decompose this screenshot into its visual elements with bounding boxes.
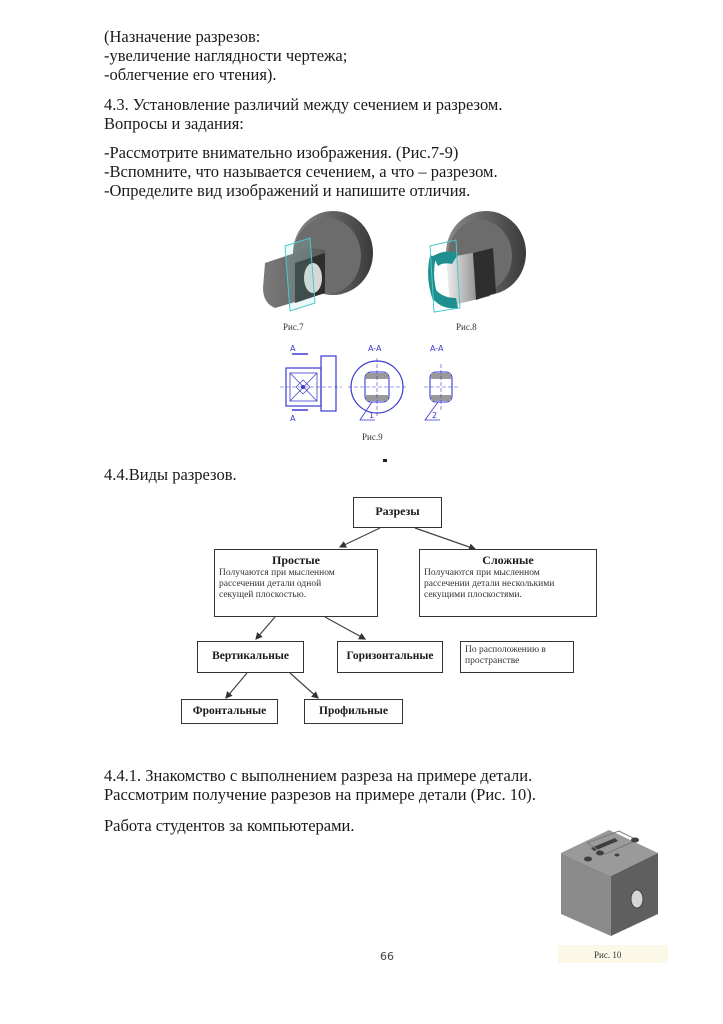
arrow-simple-to-vertical	[255, 616, 276, 640]
paragraph-line: 4.4.1. Знакомство с выполнением разреза …	[104, 766, 533, 785]
horizontal-label: Горизонтальные	[346, 650, 434, 662]
arrow-vertical-to-profile	[289, 672, 319, 699]
page-number: 66	[380, 950, 394, 963]
section-4-4-1: 4.4.1. Знакомство с выполнением разреза …	[104, 766, 536, 804]
paragraph-line: Рассмотрим получение разрезов на примере…	[104, 785, 536, 804]
figure-7-part-section	[263, 211, 373, 312]
cut-label-top: A	[290, 344, 296, 353]
diagram-profile-box: Профильные	[304, 699, 403, 724]
intro-line: -облегчение его чтения).	[104, 65, 277, 84]
task-item: -Рассмотрите внимательно изображения. (Р…	[104, 143, 459, 162]
figure-10-caption: Рис. 10	[594, 950, 622, 960]
profile-label: Профильные	[319, 705, 388, 717]
side-hole	[630, 889, 644, 909]
arrow-root-to-simple	[338, 527, 381, 548]
cube-left	[561, 853, 611, 936]
simple-title: Простые	[272, 553, 320, 567]
figure-8-part-cut	[428, 211, 526, 313]
figure-7-caption: Рис.7	[283, 322, 304, 332]
complex-title: Сложные	[482, 553, 534, 567]
note-text: По расположению в	[465, 645, 546, 655]
task-item: -Определите вид изображений и напишите о…	[104, 181, 471, 200]
work-line: Работа студентов за компьютерами.	[104, 816, 355, 835]
figure-10-caption-band	[558, 945, 668, 963]
intro-line: -увеличение наглядности чертежа;	[104, 46, 348, 65]
diagram-horizontal-box: Горизонтальные	[337, 641, 443, 673]
root-label: Разрезы	[375, 504, 420, 518]
diagram-frontal-box: Фронтальные	[181, 699, 278, 724]
diagram-simple-box: Простые Получаются при мысленном рассече…	[214, 549, 378, 617]
vertical-label: Вертикальные	[212, 650, 289, 662]
complex-desc: Получаются при мысленном	[424, 568, 540, 578]
frontal-label: Фронтальные	[192, 705, 267, 717]
cut-label-bottom: A	[290, 414, 296, 422]
cube-top	[561, 830, 658, 876]
simple-desc: секущей плоскостью.	[219, 590, 307, 600]
diagram-vertical-box: Вертикальные	[197, 641, 304, 673]
heading-line: Вопросы и задания:	[104, 114, 244, 133]
arrow-vertical-to-frontal	[225, 672, 248, 699]
figure-9-caption: Рис.9	[362, 432, 383, 442]
section-4-4-heading: 4.4.Виды разрезов.	[104, 465, 237, 484]
figure-10-cube-part	[561, 830, 658, 936]
section-4-3-heading: 4.3. Установление различий между сечение…	[104, 95, 502, 133]
tasks-list: -Рассмотрите внимательно изображения. (Р…	[104, 143, 498, 200]
arrow-root-to-complex	[414, 527, 477, 551]
figure-8-caption: Рис.8	[456, 322, 477, 332]
simple-desc: Получаются при мысленном	[219, 568, 335, 578]
arrow-simple-to-horizontal	[324, 616, 367, 640]
callout-1: 1	[369, 411, 374, 420]
front-view-flange	[320, 355, 337, 412]
intro-paragraph: (Назначение разрезов: -увеличение нагляд…	[104, 27, 347, 84]
work-text: Работа студентов за компьютерами.	[104, 816, 355, 835]
section-2-title: A-A	[430, 344, 444, 353]
section-face-top	[433, 251, 458, 266]
figure-9-drawing: A A A-A 1 A-A 2	[280, 344, 460, 422]
complex-desc: секущими плоскостями.	[424, 590, 522, 600]
intro-line: (Назначение разрезов:	[104, 27, 261, 46]
note-text: пространстве	[465, 656, 520, 666]
heading-text: 4.4.Виды разрезов.	[104, 465, 237, 484]
diagram-complex-box: Сложные Получаются при мысленном рассече…	[419, 549, 597, 617]
heading-line: 4.3. Установление различий между сечение…	[104, 95, 503, 114]
section-1-title: A-A	[368, 344, 382, 353]
task-item: -Вспомните, что называется сечением, а ч…	[104, 162, 498, 181]
callout-2: 2	[432, 411, 437, 420]
diagram-root-box: Разрезы	[353, 497, 442, 528]
simple-desc: рассечении детали одной	[219, 579, 322, 589]
diagram-note-box: По расположению в пространстве	[460, 641, 574, 673]
complex-desc: рассечении детали несколькими	[424, 579, 555, 589]
section-face-bottom	[434, 290, 458, 309]
stray-mark	[383, 459, 387, 462]
